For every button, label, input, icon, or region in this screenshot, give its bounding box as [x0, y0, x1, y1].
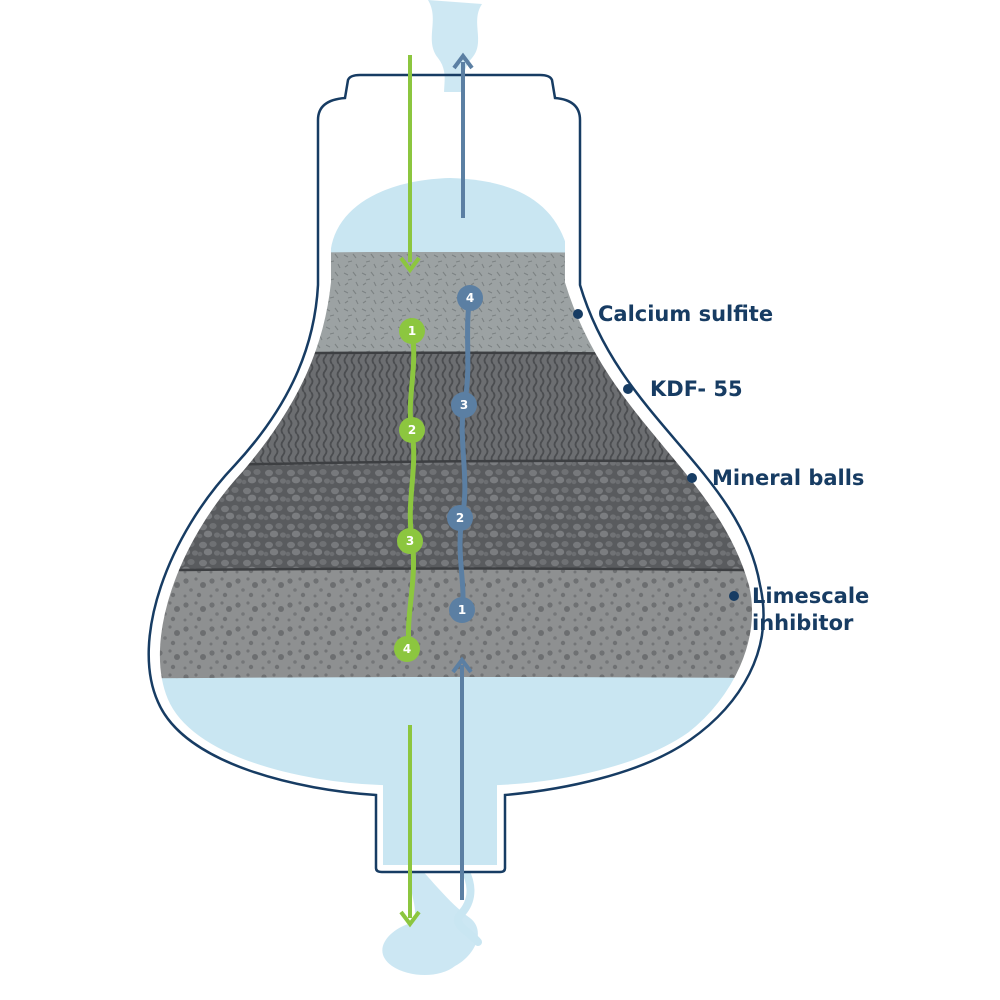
- green-step-badge-3: 3: [397, 528, 423, 554]
- water-stream-top: [428, 0, 482, 110]
- layer-kdf-55: [156, 352, 756, 470]
- callout-mineral-balls: Mineral balls: [687, 466, 864, 490]
- green-step-badge-2: 2: [399, 417, 425, 443]
- label-calcium-sulfite: Calcium sulfite: [598, 302, 773, 326]
- label-mineral-balls: Mineral balls: [712, 466, 864, 490]
- filter-body-outline: [153, 92, 759, 871]
- callout-limescale-inhibitor: Limescale inhibitor: [729, 584, 869, 635]
- layer-calcium-sulfite: [156, 251, 756, 360]
- svg-text:2: 2: [408, 423, 416, 437]
- green-step-badge-4: 4: [394, 636, 420, 662]
- callout-calcium-sulfite: Calcium sulfite: [573, 302, 773, 326]
- label-limescale-line1: Limescale: [752, 584, 869, 608]
- svg-text:1: 1: [408, 324, 416, 338]
- green-step-badge-1: 1: [399, 318, 425, 344]
- label-kdf-55: KDF- 55: [650, 377, 743, 401]
- svg-text:2: 2: [456, 511, 464, 525]
- blue-step-badge-2: 2: [447, 505, 473, 531]
- label-limescale-line2: inhibitor: [752, 611, 854, 635]
- green-flow-path: [399, 55, 421, 928]
- water-chamber-bottom: [156, 672, 756, 868]
- filter-cap-outline: [147, 73, 765, 874]
- svg-text:4: 4: [403, 642, 411, 656]
- water-stream-bottom: [382, 868, 478, 975]
- callout-kdf-55: KDF- 55: [623, 377, 743, 401]
- svg-text:1: 1: [458, 603, 466, 617]
- blue-flow-path: [451, 52, 474, 900]
- water-wisp-bottom: [454, 866, 482, 946]
- water-chamber-top: [330, 178, 570, 260]
- svg-text:3: 3: [460, 398, 468, 412]
- svg-text:4: 4: [466, 291, 474, 305]
- blue-step-badge-1: 1: [449, 597, 475, 623]
- blue-step-badge-3: 3: [451, 392, 477, 418]
- blue-step-badge-4: 4: [457, 285, 483, 311]
- svg-text:3: 3: [406, 534, 414, 548]
